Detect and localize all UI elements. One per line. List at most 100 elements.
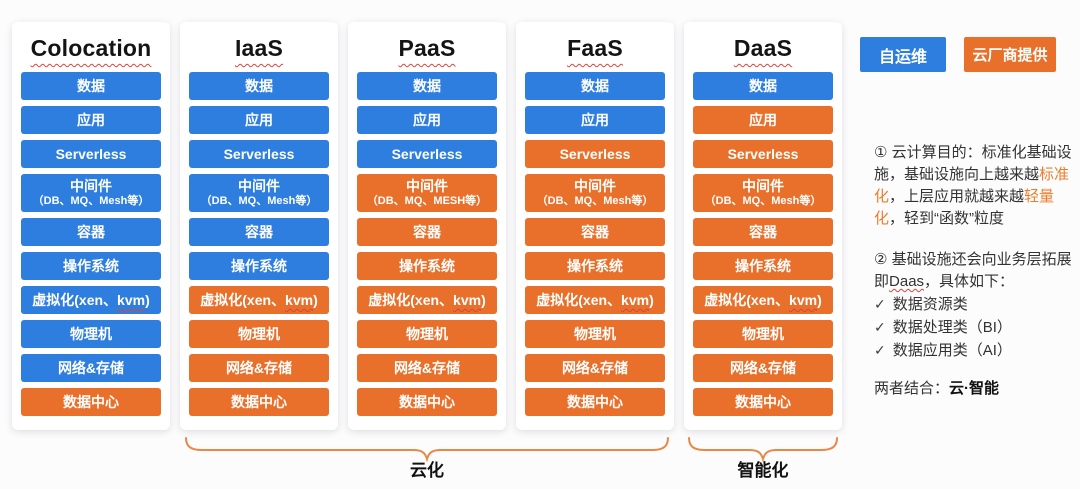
layer-sublabel: （DB、MQ、Mesh等） xyxy=(32,195,150,208)
layer-daas-os: 操作系统 xyxy=(693,252,833,280)
layer-colocation-physical-machine: 物理机 xyxy=(21,320,161,348)
layer-label: 容器 xyxy=(581,223,609,240)
column-title-text: DaaS xyxy=(733,35,793,61)
layer-faas-serverless: Serverless xyxy=(525,140,665,168)
column-title-text: Colocation xyxy=(30,35,152,61)
layer-paas-network-storage: 网络&存储 xyxy=(357,354,497,382)
layer-label: Serverless xyxy=(55,145,127,162)
layer-paas-virtualization: 虚拟化(xen、kvm) xyxy=(357,286,497,314)
layer-label: 数据中心 xyxy=(399,393,455,410)
layer-label: 网络&存储 xyxy=(729,359,797,376)
column-card-iaas: IaaS 数据应用 Serverless 中间件（DB、MQ、Mesh等） 容器操作系统… xyxy=(180,22,338,430)
layer-label: 网络&存储 xyxy=(225,359,293,376)
layer-faas-data: 数据 xyxy=(525,72,665,100)
column-title-iaas: IaaS xyxy=(189,32,329,66)
column-card-daas: DaaS 数据应用 Serverless 中间件（DB、MQ、Mesh等） 容器操作系统… xyxy=(684,22,842,430)
layer-label: 应用 xyxy=(413,111,441,128)
checklist-item-label: 数据资源类 xyxy=(892,296,968,313)
layer-faas-middleware: 中间件（DB、MQ、Mesh等） xyxy=(525,174,665,212)
layer-label: 数据中心 xyxy=(567,393,623,410)
checklist-item-label: 数据处理类（BI） xyxy=(892,319,1012,336)
layer-colocation-data: 数据 xyxy=(21,72,161,100)
checklist-item-data-processing: ✓ 数据处理类（BI） xyxy=(874,316,1080,339)
checklist-item-data-resource: ✓数据资源类 xyxy=(874,293,1080,316)
layer-label: 容器 xyxy=(77,223,105,240)
layer-label: Serverless xyxy=(391,145,463,162)
layer-label: 数据 xyxy=(77,77,105,94)
layer-iaas-physical-machine: 物理机 xyxy=(189,320,329,348)
column-title-text: PaaS xyxy=(398,35,456,61)
note2-text-end: ，具体如下： xyxy=(924,273,1015,290)
layer-label: 数据 xyxy=(581,77,609,94)
note1-text-mid: ，上层应用就越来越 xyxy=(889,188,1025,205)
layer-label: 虚拟化(xen、kvm) xyxy=(200,291,318,308)
layer-label: 虚拟化(xen、kvm) xyxy=(32,291,150,308)
layer-faas-os: 操作系统 xyxy=(525,252,665,280)
layer-iaas-middleware: 中间件（DB、MQ、Mesh等） xyxy=(189,174,329,212)
layer-iaas-app: 应用 xyxy=(189,106,329,134)
column-title-paas: PaaS xyxy=(357,32,497,66)
layer-label: 操作系统 xyxy=(231,257,287,274)
note2-daas-word: Daas xyxy=(889,273,925,290)
note-cloud-purpose: ① 云计算目的：标准化基础设施，基础设施向上越来越标准化，上层应用就越来越轻量化… xyxy=(874,142,1080,230)
layer-daas-middleware: 中间件（DB、MQ、Mesh等） xyxy=(693,174,833,212)
layer-label: 中间件 xyxy=(70,178,112,195)
layer-label: 网络&存储 xyxy=(57,359,125,376)
layer-label: 数据中心 xyxy=(63,393,119,410)
layer-label: 数据 xyxy=(749,77,777,94)
layer-paas-data: 数据 xyxy=(357,72,497,100)
layer-label: 中间件 xyxy=(742,178,784,195)
layer-label: 中间件 xyxy=(406,178,448,195)
layer-sublabel: （DB、MQ、Mesh等） xyxy=(704,195,822,208)
legend-self-operated-label: 自运维 xyxy=(878,48,927,66)
layer-faas-container: 容器 xyxy=(525,218,665,246)
layer-label: 容器 xyxy=(245,223,273,240)
layer-label: 操作系统 xyxy=(63,257,119,274)
legend-self-operated: 自运维 xyxy=(860,37,946,72)
layer-label: 虚拟化(xen、kvm) xyxy=(368,291,486,308)
layer-label: 数据 xyxy=(413,77,441,94)
layer-label: Serverless xyxy=(727,145,799,162)
note1-highlight-lightweight: 轻量化 xyxy=(874,188,1055,227)
column-title-text: IaaS xyxy=(234,35,284,61)
column-title-text: FaaS xyxy=(567,35,623,61)
layer-iaas-virtualization: 虚拟化(xen、kvm) xyxy=(189,286,329,314)
layer-daas-app: 应用 xyxy=(693,106,833,134)
layer-iaas-os: 操作系统 xyxy=(189,252,329,280)
layer-label: 应用 xyxy=(749,111,777,128)
layer-daas-container: 容器 xyxy=(693,218,833,246)
layer-label: 物理机 xyxy=(238,325,280,342)
note2-text: ② 基础设施还会向业务层拓展即 xyxy=(874,251,1072,290)
layer-iaas-data: 数据 xyxy=(189,72,329,100)
layer-label: 虚拟化(xen、kvm) xyxy=(536,291,654,308)
layer-sublabel: （DB、MQ、Mesh等） xyxy=(536,195,654,208)
column-title-daas: DaaS xyxy=(693,32,833,66)
legend-vendor-provided: 云厂商提供 xyxy=(964,37,1056,72)
note1-highlight-standardize: 标准化 xyxy=(874,166,1070,205)
note2-paragraph: ② 基础设施还会向业务层拓展即Daas，具体如下： xyxy=(874,249,1080,293)
layer-label: 操作系统 xyxy=(735,257,791,274)
layer-colocation-network-storage: 网络&存储 xyxy=(21,354,161,382)
layer-label: 物理机 xyxy=(70,325,112,342)
checklist-item-label: 数据应用类（AI） xyxy=(892,342,1012,359)
conclusion-cloud-intelligence: 云·智能 xyxy=(949,380,1000,397)
layer-stack-iaas: 数据应用 Serverless 中间件（DB、MQ、Mesh等） 容器操作系统虚拟化(… xyxy=(189,72,329,416)
layer-paas-container: 容器 xyxy=(357,218,497,246)
brace-label-cloudification: 云化 xyxy=(410,461,444,480)
layer-daas-datacenter: 数据中心 xyxy=(693,388,833,416)
conclusion-line: 两者结合：云·智能 xyxy=(874,378,1080,400)
layer-colocation-container: 容器 xyxy=(21,218,161,246)
kvm-squiggle-text: kvm xyxy=(789,291,818,308)
layer-faas-datacenter: 数据中心 xyxy=(525,388,665,416)
column-title-colocation: Colocation xyxy=(21,32,161,66)
layer-paas-physical-machine: 物理机 xyxy=(357,320,497,348)
check-icon: ✓ xyxy=(874,319,886,335)
note-daas-expansion: ② 基础设施还会向业务层拓展即Daas，具体如下： ✓数据资源类 ✓ 数据处理类（… xyxy=(874,249,1080,362)
layer-daas-virtualization: 虚拟化(xen、kvm) xyxy=(693,286,833,314)
layer-colocation-datacenter: 数据中心 xyxy=(21,388,161,416)
layer-label: 物理机 xyxy=(742,325,784,342)
layer-iaas-serverless: Serverless xyxy=(189,140,329,168)
